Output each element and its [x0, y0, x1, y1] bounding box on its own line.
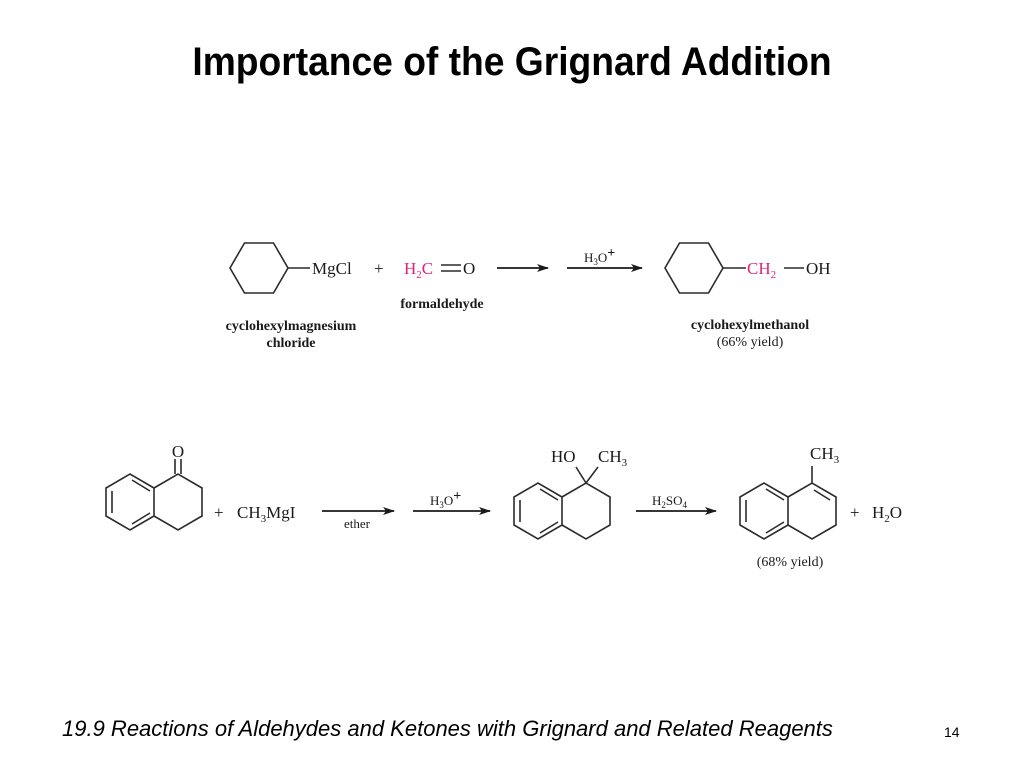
methylmagnesium-iodide: CH3MgI	[237, 503, 296, 525]
cyclohexanone-ring	[153, 473, 203, 531]
slide-title: Importance of the Grignard Addition	[192, 40, 832, 84]
tetralone-molecule: O	[105, 442, 203, 531]
label-formaldehyde: formaldehyde	[400, 297, 483, 312]
tertiary-alcohol-molecule: HO CH3	[513, 447, 628, 540]
ketone-oxygen: O	[172, 442, 184, 461]
reaction-1: MgCl + H2C O H3O+ CH2 OH cyclohexylmagne…	[226, 242, 831, 351]
cyclohexane-ring-product	[664, 242, 724, 294]
reaction-2: O + CH3MgI ether H3O+ HO CH3	[105, 442, 902, 570]
formaldehyde-formula: H2C	[404, 259, 433, 281]
methyl-label-alcohol: CH3	[598, 447, 628, 469]
arrow-ether-label: ether	[344, 516, 371, 531]
bond-c-oh	[575, 466, 587, 484]
formaldehyde-c: C	[422, 259, 433, 278]
dihydronaphthalene-molecule: CH3	[739, 444, 840, 540]
saturated-ring-alcohol	[561, 482, 611, 540]
formaldehyde-h-subscript: 2	[416, 269, 422, 281]
slide-footer: 19.9 Reactions of Aldehydes and Ketones …	[62, 716, 833, 741]
mgcl-label: MgCl	[312, 259, 352, 278]
label-yield-66: (66% yield)	[717, 335, 784, 350]
alkene-double-bond-inner	[813, 489, 831, 501]
oh-group: OH	[806, 259, 831, 278]
label-product-name: cyclohexylmethanol	[691, 318, 809, 333]
formaldehyde-h: H	[404, 259, 416, 278]
benzene-ring-alkene	[739, 482, 789, 540]
arrow-workup-reagent: H3O+	[584, 246, 615, 267]
methyl-label-alkene: CH3	[810, 444, 840, 466]
label-reactant-name-line2: chloride	[267, 336, 316, 351]
plus-sign-1: +	[214, 503, 224, 522]
label-reactant-name-line1: cyclohexylmagnesium	[226, 319, 357, 334]
bond-c-ch3	[585, 466, 599, 484]
formaldehyde-o: O	[463, 259, 475, 278]
dihydro-ring	[787, 482, 837, 540]
plus-sign-2: +	[850, 503, 860, 522]
benzene-ring-tetralone	[105, 473, 155, 531]
hydroxyl-label: HO	[551, 447, 576, 466]
arrow-dehydration-reagent: H2SO4	[652, 493, 688, 510]
ch2-group: CH2	[747, 259, 776, 281]
arrow-acid-workup-reagent: H3O+	[430, 489, 461, 510]
page-number: 14	[944, 724, 960, 740]
label-yield-68: (68% yield)	[757, 555, 824, 570]
plus-sign: +	[374, 259, 384, 278]
benzene-ring-alcohol	[513, 482, 563, 540]
cyclohexane-ring-reactant	[229, 242, 289, 294]
water-formula: H2O	[872, 503, 902, 525]
